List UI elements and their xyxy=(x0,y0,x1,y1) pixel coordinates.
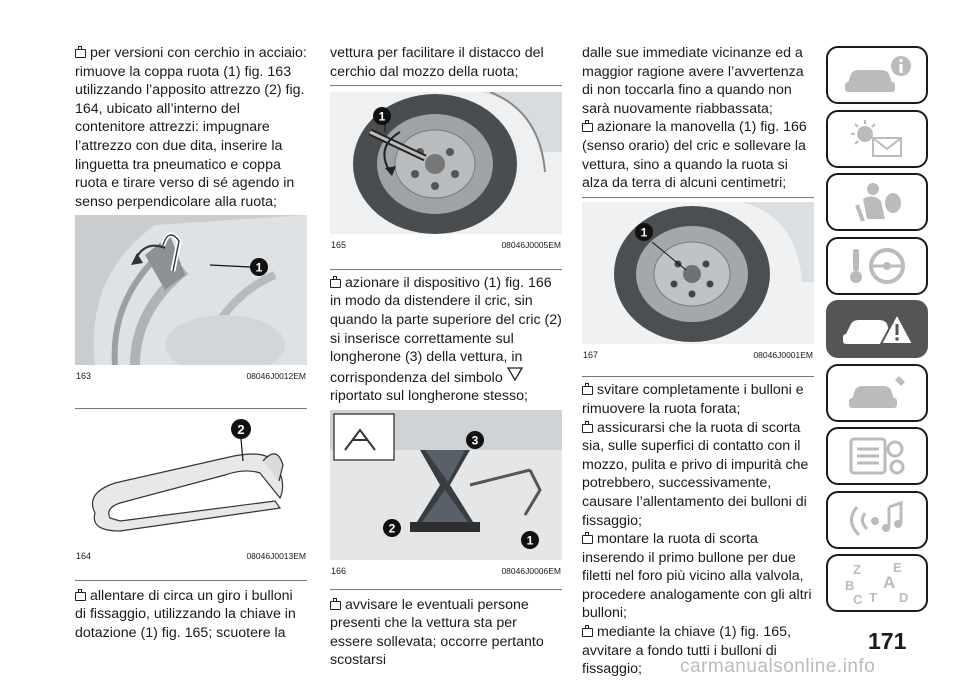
bullet-icon xyxy=(75,46,86,58)
text-column-2: vettura per facilitare il distacco del c… xyxy=(330,44,562,670)
bullet-icon xyxy=(582,420,593,433)
paragraph: avvisare le eventuali persone presenti c… xyxy=(330,596,544,669)
svg-text:Z: Z xyxy=(853,562,861,577)
car-service-icon xyxy=(849,375,905,408)
removal-tool-illustration: 2 xyxy=(75,412,307,545)
tab-starting-driving[interactable] xyxy=(826,236,928,295)
svg-text:D: D xyxy=(899,590,908,605)
callout-2: 2 xyxy=(237,422,244,437)
figure-167: 1 167 08046J0001EM xyxy=(582,196,814,378)
tab-emergency[interactable] xyxy=(826,300,928,358)
bullet-icon xyxy=(330,275,341,288)
page-number: 171 xyxy=(868,628,907,654)
car-emergency-icon xyxy=(843,311,915,345)
figure-code: 08046J0006EM xyxy=(501,565,561,576)
tab-technical-data[interactable] xyxy=(826,427,928,485)
car-info-icon xyxy=(845,56,911,92)
paragraph: assicurarsi che la ruota di scorta sia, … xyxy=(582,419,809,529)
text-column-3: dalle sue immediate vicinanze ed a maggi… xyxy=(582,44,814,679)
figure-code: 08046J0012EM xyxy=(246,371,306,382)
tab-lights-messages[interactable] xyxy=(826,109,928,168)
svg-text:B: B xyxy=(845,578,854,593)
paragraph: montare la ruota di scorta inserendo il … xyxy=(582,531,812,622)
svg-text:A: A xyxy=(883,573,895,592)
figure-code: 08046J0001EM xyxy=(753,349,813,360)
tab-safety[interactable] xyxy=(826,173,928,231)
tab-maintenance[interactable] xyxy=(826,363,928,422)
bullet-icon xyxy=(330,597,341,610)
figure-number: 166 xyxy=(331,565,347,576)
callout-1: 1 xyxy=(256,261,263,275)
callout-3: 3 xyxy=(472,433,479,447)
bullet-icon xyxy=(75,588,86,601)
callout-1: 1 xyxy=(641,225,648,239)
paragraph: azionare la manovella (1) fig. 166 (sens… xyxy=(582,119,807,192)
callout-2: 2 xyxy=(389,521,396,535)
seat-airbag-icon xyxy=(855,183,901,222)
multimedia-icon xyxy=(850,500,903,536)
figure-number: 163 xyxy=(76,371,92,382)
paragraph: allentare di circa un giro i bulloni di … xyxy=(75,587,296,641)
figure-number: 164 xyxy=(76,550,92,561)
figure-163: 1 163 08046J0012EM xyxy=(75,215,307,409)
svg-text:C: C xyxy=(853,592,863,606)
figure-166: 3 2 1 166 08046J0006EM xyxy=(330,409,562,590)
svg-text:T: T xyxy=(869,590,877,605)
figure-code: 08046J0005EM xyxy=(501,240,561,251)
callout-1: 1 xyxy=(379,110,386,124)
paragraph: dalle sue immediate vicinanze ed a maggi… xyxy=(582,45,804,117)
paragraph: per versioni con cerchio in acciaio: rim… xyxy=(75,45,307,210)
wheel-cap-removal-illustration: 1 xyxy=(75,215,307,366)
bullet-icon xyxy=(582,625,593,638)
car-jack-illustration: 3 2 1 xyxy=(330,409,562,560)
paragraph: svitare completamente i bulloni e rimuov… xyxy=(582,382,804,417)
paragraph: mediante la chiave (1) fig. 165, avvitar… xyxy=(582,624,792,678)
tab-car-info[interactable] xyxy=(826,46,928,104)
lights-message-icon xyxy=(851,119,902,157)
figure-number: 165 xyxy=(331,240,347,251)
tab-multimedia[interactable] xyxy=(826,490,928,549)
raised-wheel-illustration: 1 xyxy=(582,201,814,344)
figure-number: 167 xyxy=(583,349,599,360)
key-steering-icon xyxy=(850,247,905,284)
chapter-tabs: Z E B A C T D xyxy=(826,46,930,618)
wheel-wrench-illustration: 1 xyxy=(330,92,562,235)
svg-text:E: E xyxy=(893,560,902,575)
text-column-1: per versioni con cerchio in acciaio: rim… xyxy=(75,44,307,642)
figure-165: 1 165 08046J0005EM xyxy=(330,85,562,270)
bullet-icon xyxy=(582,383,593,396)
paragraph: azionare il dispositivo (1) fig. 166 in … xyxy=(330,274,562,405)
bullet-icon xyxy=(582,120,593,133)
figure-code: 08046J0013EM xyxy=(246,550,306,561)
technical-data-icon xyxy=(849,437,905,475)
figure-164: 2 164 08046J0013EM xyxy=(75,412,307,581)
watermark: carmanualsonline.info xyxy=(680,656,876,677)
paragraph: vettura per facilitare il distacco del c… xyxy=(330,45,544,80)
bullet-icon xyxy=(582,532,593,545)
jack-point-triangle-icon xyxy=(506,367,523,382)
callout-1: 1 xyxy=(527,533,534,547)
index-icon: Z E B A C T D xyxy=(845,560,908,606)
tab-index[interactable]: Z E B A C T D xyxy=(826,554,928,612)
